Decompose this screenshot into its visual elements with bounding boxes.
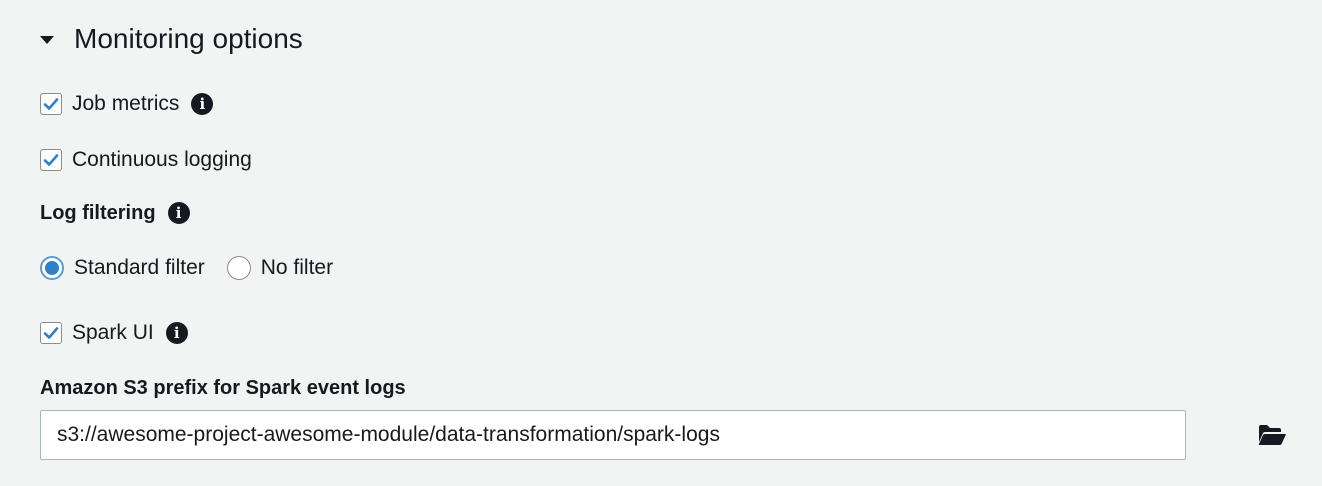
no-filter-label: No filter xyxy=(260,256,334,279)
s3-prefix-heading: Amazon S3 prefix for Spark event logs xyxy=(40,374,406,402)
s3-prefix-label: Amazon S3 prefix for Spark event logs xyxy=(40,377,406,399)
spark-ui-checkbox[interactable] xyxy=(40,322,62,344)
job-metrics-label: Job metrics xyxy=(72,92,180,115)
info-icon[interactable]: i xyxy=(165,322,188,344)
spark-ui-label: Spark UI xyxy=(72,321,154,344)
browse-s3-button[interactable] xyxy=(1256,422,1288,448)
radio-dot xyxy=(45,261,59,275)
standard-filter-radio[interactable] xyxy=(40,256,64,280)
log-filtering-heading: Log filtering i xyxy=(40,199,190,227)
job-metrics-checkbox[interactable] xyxy=(40,93,62,115)
check-icon xyxy=(43,154,59,166)
job-metrics-row: Job metrics i xyxy=(40,90,214,118)
folder-open-icon xyxy=(1258,425,1286,445)
log-filtering-label: Log filtering xyxy=(40,202,156,224)
s3-prefix-input[interactable] xyxy=(40,410,1186,460)
continuous-logging-row: Continuous logging xyxy=(40,146,252,174)
log-filtering-radio-group: Standard filter No filter xyxy=(40,254,355,282)
info-icon[interactable]: i xyxy=(191,93,214,115)
standard-filter-label: Standard filter xyxy=(74,256,205,279)
no-filter-radio[interactable] xyxy=(226,256,251,280)
radio-option-standard-filter[interactable]: Standard filter xyxy=(40,254,205,282)
spark-ui-row: Spark UI i xyxy=(40,319,188,347)
section-title: Monitoring options xyxy=(74,23,303,54)
continuous-logging-checkbox[interactable] xyxy=(40,149,62,171)
radio-option-no-filter[interactable]: No filter xyxy=(226,254,334,282)
check-icon xyxy=(43,327,59,339)
caret-down-icon xyxy=(40,36,54,44)
monitoring-options-toggle[interactable]: Monitoring options xyxy=(40,20,303,58)
continuous-logging-label: Continuous logging xyxy=(72,148,252,171)
check-icon xyxy=(43,98,59,110)
info-icon[interactable]: i xyxy=(167,202,190,224)
